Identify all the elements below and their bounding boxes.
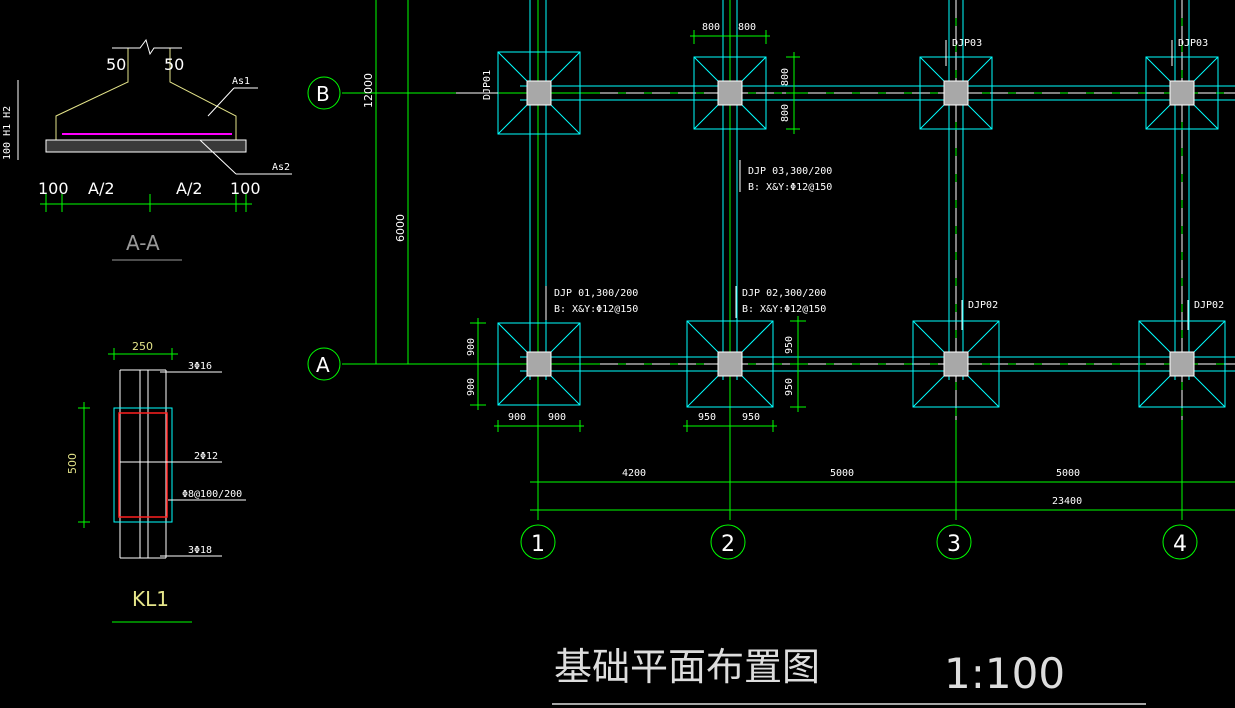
footing-b2: 800 800 800 800 DJP 03,300/200 B: X&Y:Φ1… — [690, 14, 832, 193]
section-a-a: 100 H1 H2 As1 As2 50 50 100 A/2 A/2 100 … — [2, 38, 292, 261]
b2-note-line1: DJP 03,300/200 — [748, 166, 832, 177]
dim-row-total: 12000 — [362, 73, 375, 108]
kl1-top-bars: 3Φ16 — [188, 361, 212, 372]
dim-span-34: 5000 — [1056, 468, 1080, 479]
b2-top-800-right: 800 — [738, 22, 756, 33]
footing-b3: DJP03 — [919, 38, 993, 130]
kl1-height: 500 — [66, 453, 79, 474]
kl1-width: 250 — [132, 340, 153, 353]
a2-note-line1: DJP 02,300/200 — [742, 288, 826, 299]
section-a-a-title: A-A — [126, 231, 160, 255]
b1-tag: DJP01 — [482, 70, 493, 100]
a1-h-900-2: 900 — [548, 412, 566, 423]
footing-a1: 900 900 900 900 DJP 01,300/200 B: X&Y:Φ1… — [466, 286, 638, 432]
a2-h-950-1: 950 — [698, 412, 716, 423]
col-4-label: 4 — [1173, 532, 1187, 557]
dim-span-12: 4200 — [622, 468, 646, 479]
col-1-label: 1 — [531, 532, 545, 557]
as1-label: As1 — [232, 76, 250, 87]
a1-v-900-2: 900 — [466, 378, 477, 396]
dim-100-right: 100 — [230, 179, 261, 198]
dim-row-ab: 6000 — [394, 214, 407, 242]
section-side-dims: 100 H1 H2 — [2, 106, 13, 160]
right-50: 50 — [164, 55, 184, 74]
kl1-stirrups: Φ8@100/200 — [182, 489, 242, 500]
left-50: 50 — [106, 55, 126, 74]
a1-note-line2: B: X&Y:Φ12@150 — [554, 304, 638, 315]
dim-a2-right: A/2 — [176, 179, 203, 198]
a4-tag: DJP02 — [1194, 300, 1224, 311]
b4-tag: DJP03 — [1178, 38, 1208, 49]
dim-100-left: 100 — [38, 179, 69, 198]
b2-top-800-left: 800 — [702, 22, 720, 33]
b2-v-800-1: 800 — [780, 68, 791, 86]
b2-v-800-2: 800 — [780, 104, 791, 122]
a3-tag: DJP02 — [968, 300, 998, 311]
kl1-side-bars: 2Φ12 — [194, 451, 218, 462]
b3-tag: DJP03 — [952, 38, 982, 49]
a2-v-950-1: 950 — [784, 336, 795, 354]
col-3-label: 3 — [947, 532, 961, 557]
footing-a4: DJP02 — [1138, 300, 1226, 408]
foundation-plan: 12000 6000 B A DJP01 800 — [307, 0, 1235, 560]
dim-total: 23400 — [1052, 496, 1082, 507]
footing-b4: DJP03 — [1145, 38, 1219, 130]
drawing-title: 基础平面布置图 — [554, 645, 820, 689]
a2-v-950-2: 950 — [784, 378, 795, 396]
a2-note-line2: B: X&Y:Φ12@150 — [742, 304, 826, 315]
col-2-label: 2 — [721, 532, 735, 557]
a1-note-line1: DJP 01,300/200 — [554, 288, 638, 299]
a1-h-900-1: 900 — [508, 412, 526, 423]
footing-a3: DJP02 — [912, 300, 1000, 408]
dim-span-23: 5000 — [830, 468, 854, 479]
drawing-title-block: 基础平面布置图 1:100 — [552, 645, 1146, 705]
a1-v-900-1: 900 — [466, 338, 477, 356]
row-b-label: B — [316, 82, 330, 106]
dim-a2-left: A/2 — [88, 179, 115, 198]
kl1-bottom-bars: 3Φ18 — [188, 545, 212, 556]
footing-b1: DJP01 — [456, 51, 581, 135]
footing-a2: 950 950 950 950 DJP 02,300/200 B: X&Y:Φ1… — [683, 286, 826, 432]
row-a-label: A — [316, 353, 330, 377]
beam-kl1-section: 250 500 3Φ16 2Φ12 Φ8@100/200 3Φ18 KL1 — [66, 340, 246, 623]
as2-label: As2 — [272, 162, 290, 173]
kl1-title: KL1 — [132, 587, 169, 611]
a2-h-950-2: 950 — [742, 412, 760, 423]
b2-note-line2: B: X&Y:Φ12@150 — [748, 182, 832, 193]
drawing-scale: 1:100 — [944, 649, 1065, 698]
